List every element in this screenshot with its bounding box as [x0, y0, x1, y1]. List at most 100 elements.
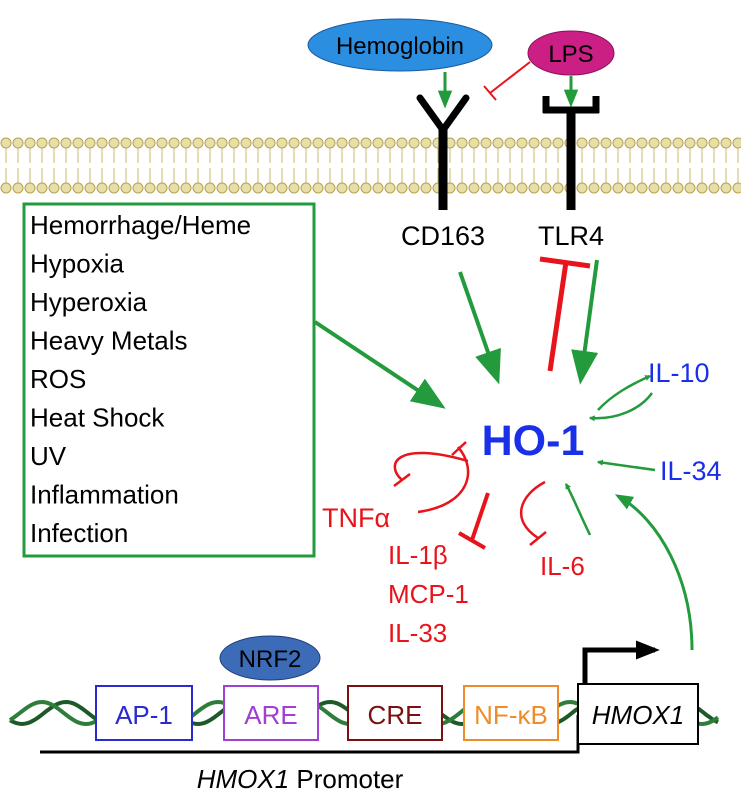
lipid-head	[624, 137, 636, 149]
lipid-head	[216, 182, 228, 194]
hemoglobin-ellipse	[307, 18, 493, 72]
lipid-head	[348, 137, 360, 149]
lipid-head	[708, 137, 720, 149]
lipid-head	[300, 137, 312, 149]
lipid-head	[336, 182, 348, 194]
lipid-head	[276, 137, 288, 149]
lipid-head	[144, 182, 156, 194]
stimulus-item: Hemorrhage/Heme	[30, 210, 251, 240]
promoter-element-label: ARE	[244, 700, 297, 730]
lipid-head	[588, 137, 600, 149]
lipid-head	[84, 182, 96, 194]
lipid-head	[144, 137, 156, 149]
lipid-head	[612, 182, 624, 194]
lipid-head	[204, 182, 216, 194]
lipid-head	[696, 137, 708, 149]
stimuli-to-ho1-arrow	[313, 320, 446, 409]
lipid-head	[720, 182, 732, 194]
lipid-head	[600, 182, 612, 194]
cell-membrane	[0, 137, 741, 194]
tlr4-to-ho1-arrow	[571, 259, 599, 385]
lipid-head	[288, 137, 300, 149]
promoter-element-label: CRE	[368, 700, 423, 730]
lipid-head	[672, 182, 684, 194]
ho1-inhibit-il1b-bar	[458, 531, 486, 550]
hemoglobin-label: Hemoglobin	[336, 33, 464, 60]
lipid-head	[132, 137, 144, 149]
stimulus-item: Hypoxia	[30, 249, 124, 279]
promoter-label: HMOX1 Promoter	[197, 764, 404, 794]
lipid-head	[552, 137, 564, 149]
hmox1-gene-box	[577, 683, 699, 745]
lipid-head	[36, 182, 48, 194]
lipid-head	[192, 182, 204, 194]
lipid-head	[360, 137, 372, 149]
lipid-head	[468, 137, 480, 149]
lipid-head	[360, 182, 372, 194]
lipid-head	[48, 182, 60, 194]
lipid-head	[636, 182, 648, 194]
lipid-head	[156, 137, 168, 149]
lipid-head	[396, 182, 408, 194]
lipid-head	[504, 137, 516, 149]
lipid-head	[576, 182, 588, 194]
lipid-head	[588, 182, 600, 194]
ho1-inhibit-il6-bar	[529, 531, 547, 546]
lipid-head	[192, 137, 204, 149]
lipid-head	[660, 182, 672, 194]
lipid-head	[372, 137, 384, 149]
lipid-head	[384, 137, 396, 149]
lipid-head	[324, 182, 336, 194]
promoter-element-box	[463, 685, 559, 741]
transcription-start-arrow	[582, 640, 660, 685]
ho1-to-il10-arrow	[597, 374, 652, 411]
lipid-head	[108, 137, 120, 149]
promoter-element-box	[223, 685, 319, 741]
lipid-head	[456, 182, 468, 194]
lipid-head	[108, 182, 120, 194]
lipid-head	[468, 182, 480, 194]
lipid-head	[60, 182, 72, 194]
il10-label: IL-10	[648, 358, 710, 388]
lipid-head	[480, 182, 492, 194]
lipid-head	[384, 182, 396, 194]
lipid-head	[420, 137, 432, 149]
lipid-head	[72, 137, 84, 149]
lipid-head	[648, 137, 660, 149]
lipid-head	[288, 182, 300, 194]
lipid-head	[336, 137, 348, 149]
lipid-head	[552, 182, 564, 194]
ho1-label: HO-1	[482, 417, 585, 465]
lipid-head	[0, 137, 12, 149]
lipid-head	[120, 137, 132, 149]
promoter-element-label: NF-κB	[474, 700, 548, 730]
lipid-head	[612, 137, 624, 149]
lipid-head	[648, 182, 660, 194]
lipid-head	[168, 137, 180, 149]
lipid-head	[540, 182, 552, 194]
tnfa-label: TNFα	[322, 503, 390, 533]
il33-label: IL-33	[388, 618, 447, 648]
lipid-head	[24, 182, 36, 194]
lipid-head	[300, 182, 312, 194]
stimulus-item: Heavy Metals	[30, 326, 188, 356]
lipid-head	[180, 182, 192, 194]
lipid-head	[324, 137, 336, 149]
il6-label: IL-6	[540, 551, 585, 581]
lps-ellipse	[527, 30, 615, 76]
il1b-label: IL-1β	[388, 540, 448, 570]
promoter-element-box	[95, 685, 193, 741]
lipid-head	[12, 182, 24, 194]
lipid-head	[252, 182, 264, 194]
lipid-head	[624, 182, 636, 194]
lipid-head	[132, 182, 144, 194]
cd163-to-ho1-arrow	[458, 271, 501, 385]
lipid-head	[312, 137, 324, 149]
lipid-head	[276, 182, 288, 194]
cd163-label: CD163	[401, 221, 485, 251]
lipid-head	[492, 182, 504, 194]
lps-inhibit-line	[489, 61, 531, 94]
tnfa-inhibit-ho1-line	[417, 446, 470, 514]
promoter-element-box	[347, 685, 443, 741]
